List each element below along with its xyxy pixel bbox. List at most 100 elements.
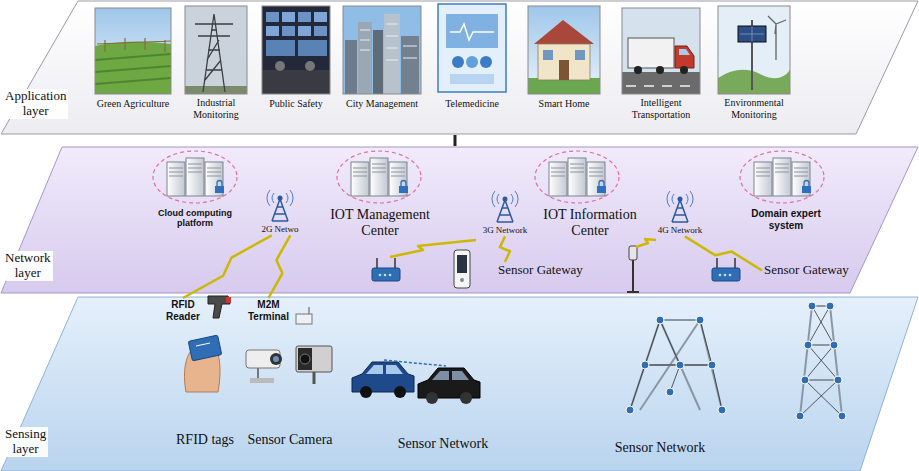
camera-icon: [300, 354, 310, 364]
smart-home-photo: [538, 44, 590, 80]
camera-icon: [250, 378, 274, 383]
city-photo: [358, 22, 372, 94]
application-caption: Smart Home: [539, 98, 590, 110]
public-safety-photo: [282, 26, 295, 36]
sensor-mesh: [656, 316, 664, 324]
layer-outline: [1, 1, 918, 134]
gateway-device: [460, 278, 464, 282]
city-photo: [401, 36, 419, 94]
device-caption: Sensor Camera: [247, 432, 332, 448]
telemedicine-photo: [480, 56, 492, 68]
rfid-tag-icon: [196, 343, 210, 346]
camera-icon: [313, 372, 316, 384]
camera-icon: [270, 353, 282, 365]
telemedicine-photo: [450, 74, 494, 84]
device-caption: RFID tags: [176, 432, 234, 448]
m2m-terminal-icon: [309, 307, 310, 314]
city-photo: [373, 30, 383, 94]
smart-home-photo: [534, 20, 594, 44]
agriculture-photo: [95, 8, 171, 94]
device-label: M2M Terminal: [246, 298, 291, 323]
gateway-label: Sensor Gateway: [496, 262, 585, 279]
sensor-mesh: [666, 388, 674, 396]
public-safety-photo: [305, 61, 315, 71]
smart-home-photo: [559, 60, 569, 80]
transportation-photo: [634, 66, 642, 74]
application-caption: Green Agriculture: [97, 98, 169, 110]
smart-home-photo: [528, 6, 600, 94]
device-caption: Sensor Network: [615, 440, 706, 456]
transportation-photo: [622, 8, 700, 94]
camera-icon: [296, 346, 332, 372]
layer-outline: [0, 0, 919, 135]
car-icon: [432, 371, 469, 380]
sensor-mesh: [838, 412, 846, 420]
access-network-node: 3G Network: [481, 224, 530, 236]
city-photo: [384, 14, 400, 94]
gateway-node: Sensor Gateway: [762, 262, 851, 279]
sensor-mesh: [830, 341, 838, 349]
public-safety-photo: [298, 40, 327, 56]
public-safety-photo: [262, 6, 330, 94]
sensor-mesh: [626, 406, 634, 414]
rfid-tag-icon: [184, 335, 221, 392]
application-caption: Telemedicine: [445, 98, 499, 110]
agriculture-photo: [95, 8, 171, 94]
transportation-photo: [656, 66, 664, 74]
gateway-device: [454, 250, 470, 288]
sensor-mesh: [804, 341, 812, 349]
smart-home-photo: [528, 6, 600, 94]
camera-icon: [273, 356, 279, 362]
environment-photo: [768, 16, 786, 60]
environment-photo: [738, 26, 766, 42]
access-network-node: 2G Netwo: [259, 223, 300, 235]
transportation-photo: [622, 8, 700, 94]
environment-photo: [718, 6, 790, 94]
smart-home-photo: [528, 6, 600, 94]
telemedicine-photo: [452, 56, 464, 68]
agriculture-photo: [97, 38, 171, 52]
car-icon: [426, 392, 438, 404]
sensor-mesh: [834, 376, 842, 384]
gateway-node: Sensor Gateway: [496, 262, 585, 279]
device-label: RFID Reader: [164, 298, 202, 323]
public-safety-photo: [262, 6, 330, 94]
city-photo: [343, 6, 421, 94]
environment-photo: [740, 26, 764, 42]
telemedicine-photo: [450, 24, 494, 40]
sensor-mesh: [676, 361, 684, 369]
environment-photo: [718, 6, 790, 94]
car-icon: [394, 386, 406, 398]
application-caption: Industrial Monitoring: [193, 97, 239, 120]
center-label: IOT Information Center: [534, 207, 646, 239]
industrial-photo: [185, 86, 247, 94]
center-label: IOT Management Center: [324, 207, 436, 239]
industrial-photo: [185, 6, 247, 94]
public-safety-photo: [282, 12, 295, 22]
public-safety-photo: [314, 26, 327, 36]
platform-label: Domain expert system: [739, 208, 834, 231]
public-safety-photo: [262, 70, 330, 94]
application-caption: City Management: [346, 98, 418, 110]
sensor-mesh: [641, 361, 649, 369]
car-icon: [460, 392, 472, 404]
access-network-node: 4G Network: [656, 224, 705, 236]
camera-icon: [257, 368, 259, 378]
transportation-photo: [675, 46, 694, 68]
sensor-mesh: [808, 302, 816, 310]
telemedicine-photo: [466, 56, 478, 68]
transportation-photo: [628, 38, 674, 68]
city-photo: [345, 40, 357, 94]
device-node: M2M Terminal: [246, 298, 291, 323]
public-safety-photo: [275, 61, 285, 71]
camera-icon: [246, 350, 280, 368]
city-photo: [343, 6, 421, 94]
layer-title: Sensing layer: [3, 427, 48, 457]
application-caption: Environmental Monitoring: [724, 97, 783, 120]
application-layer-plane: Application layer: [0, 0, 919, 135]
agriculture-photo: [95, 8, 171, 94]
application-caption: Public Safety: [269, 98, 323, 110]
telemedicine-photo: [438, 4, 506, 92]
